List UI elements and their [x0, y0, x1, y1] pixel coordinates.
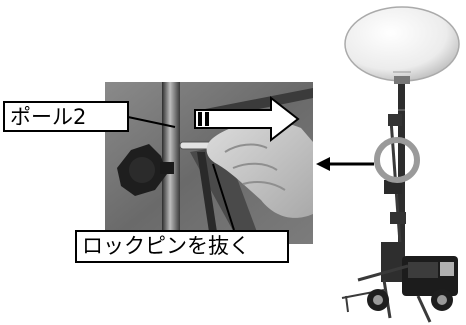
lock-knob	[117, 144, 174, 196]
light-tower-illustration	[318, 0, 466, 325]
light-tower-graphic	[341, 6, 460, 323]
circle-marker	[374, 137, 420, 183]
balloon-lamp	[344, 6, 460, 84]
pole-leader-line	[127, 116, 176, 128]
lockpin-callout: ロックピンを抜く	[75, 230, 289, 263]
pole-2-callout: ポール2	[3, 101, 129, 132]
left-arrow-icon	[316, 157, 374, 171]
right-arrow-icon	[194, 95, 300, 143]
cart-base	[341, 242, 458, 323]
hand	[206, 121, 313, 218]
lockpin-leader-line	[212, 163, 235, 231]
lockpin-label: ロックピンを抜く	[82, 234, 250, 258]
pole-2-label: ポール2	[10, 105, 87, 129]
